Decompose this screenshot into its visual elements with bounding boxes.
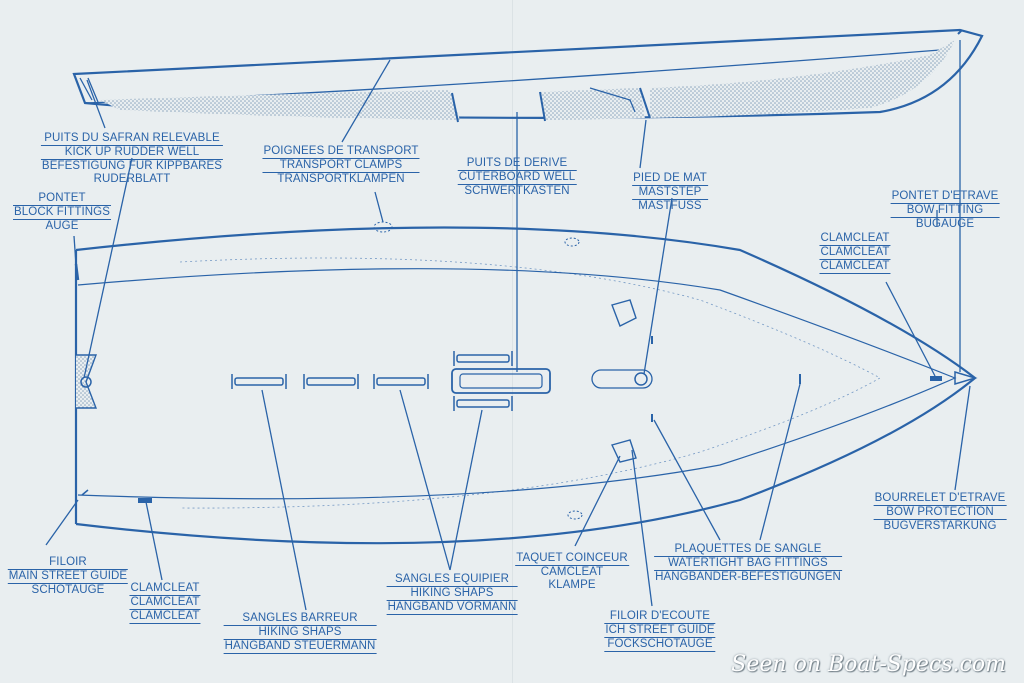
label-mast-step: PIED DE MAT MASTSTEP MASTFUSS	[632, 172, 708, 212]
label-centerboard-well: PUITS DE DERIVE CUTERBOARD WELL SCHWERTK…	[457, 157, 577, 197]
deck-plan	[74, 221, 978, 545]
label-bow-fitting: PONTET D'ETRAVE BOW FITTING BUGAUGE	[890, 190, 1000, 230]
watermark-text: Seen on Boat-Specs.com	[731, 652, 1006, 677]
label-block-fittings: PONTET BLOCK FITTINGS AUGE	[13, 192, 111, 232]
page-fold	[512, 0, 513, 683]
label-main-sheet-guide: FILOIR MAIN STREET GUIDE SCHOTAUGE	[7, 556, 129, 596]
side-profile	[72, 28, 984, 123]
hull-hatch-fwd	[650, 40, 955, 118]
label-bow-protection: BOURRELET D'ETRAVE BOW PROTECTION BUGVER…	[873, 492, 1007, 532]
label-hiking-straps-helm: SANGLES BARREUR HIKING SHAPS HANGBAND ST…	[223, 612, 377, 654]
hull-hatch-aft	[100, 90, 460, 120]
label-rudder-well: PUITS DU SAFRAN RELEVABLE KICK UP RUDDER…	[40, 132, 224, 185]
leader-lines	[45, 40, 971, 611]
label-hiking-straps-crew: SANGLES EQUIPIER HIKING SHAPS HANGBAND V…	[386, 573, 518, 615]
label-clamcleat-bow: CLAMCLEAT CLAMCLEAT CLAMCLEAT	[819, 232, 891, 274]
hull-hatch-mid	[540, 88, 645, 120]
label-camcleat: TAQUET COINCEUR CAMCLEAT KLAMPE	[515, 552, 629, 591]
label-transport-clamps: POIGNEES DE TRANSPORT TRANSPORT CLAMPS T…	[262, 145, 420, 185]
label-jib-sheet-guide: FILOIR D'ECOUTE ICH STREET GUIDE FOCKSCH…	[604, 610, 716, 652]
label-strap-fittings: PLAQUETTES DE SANGLE WATERTIGHT BAG FITT…	[654, 543, 842, 583]
label-clamcleat-stern: CLAMCLEAT CLAMCLEAT CLAMCLEAT	[129, 582, 201, 624]
